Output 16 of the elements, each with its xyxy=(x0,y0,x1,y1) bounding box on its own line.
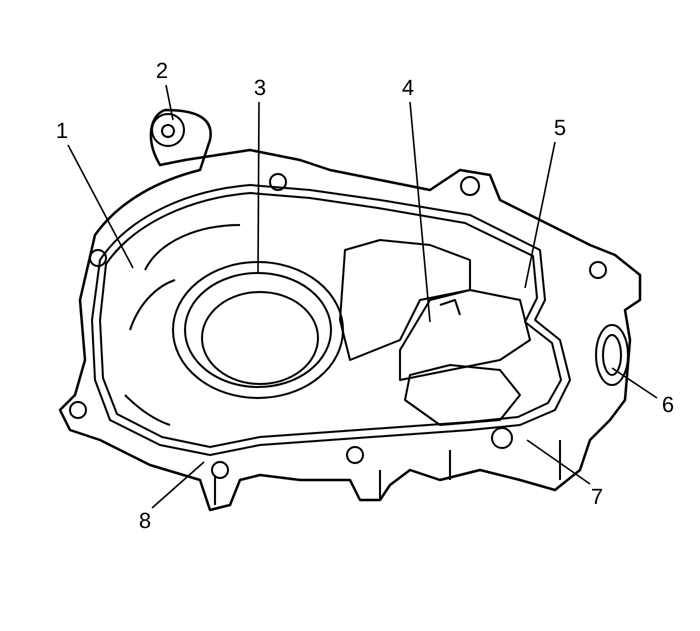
callout-number: 4 xyxy=(402,76,414,100)
callout-number: 6 xyxy=(662,393,674,417)
callout-number: 1 xyxy=(56,119,68,143)
leader-line xyxy=(165,84,174,120)
callout-number: 3 xyxy=(254,76,266,100)
leader-line xyxy=(151,461,205,509)
leader-line xyxy=(257,102,260,272)
callout-number: 5 xyxy=(554,116,566,140)
leader-line xyxy=(67,144,134,268)
leader-line xyxy=(612,367,658,399)
leader-line xyxy=(409,102,431,322)
callout-number: 8 xyxy=(138,509,152,533)
leader-line xyxy=(524,142,556,288)
leader-line xyxy=(526,439,590,485)
callout-number: 2 xyxy=(156,59,168,83)
callout-number: 7 xyxy=(590,485,604,509)
